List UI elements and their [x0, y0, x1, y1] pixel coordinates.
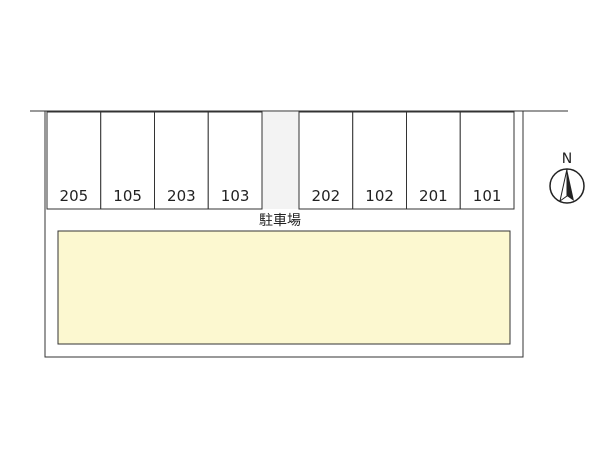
building-left: 205 105 203 103 [46, 111, 263, 210]
unit-label-205: 205 [60, 187, 89, 205]
unit-label-102: 102 [365, 187, 394, 205]
unit-101 [459, 111, 515, 210]
parking-label: 駐車場 [259, 213, 301, 229]
unit-label-201: 201 [419, 187, 448, 205]
north-arrow-icon: N [549, 151, 585, 204]
building-right: 202 102 201 101 [298, 111, 515, 210]
unit-label-103: 103 [221, 187, 250, 205]
unit-label-203: 203 [167, 187, 196, 205]
unit-label-105: 105 [113, 187, 142, 205]
unit-103 [207, 111, 263, 210]
unit-105 [100, 111, 155, 210]
unit-label-101: 101 [473, 187, 502, 205]
unit-201 [406, 111, 461, 210]
unit-102 [352, 111, 407, 210]
unit-202 [298, 111, 354, 210]
unit-203 [154, 111, 209, 210]
unit-205 [46, 111, 102, 210]
parking-area [57, 230, 511, 345]
unit-label-202: 202 [312, 187, 341, 205]
passage-area [262, 112, 299, 209]
north-letter: N [562, 151, 572, 167]
